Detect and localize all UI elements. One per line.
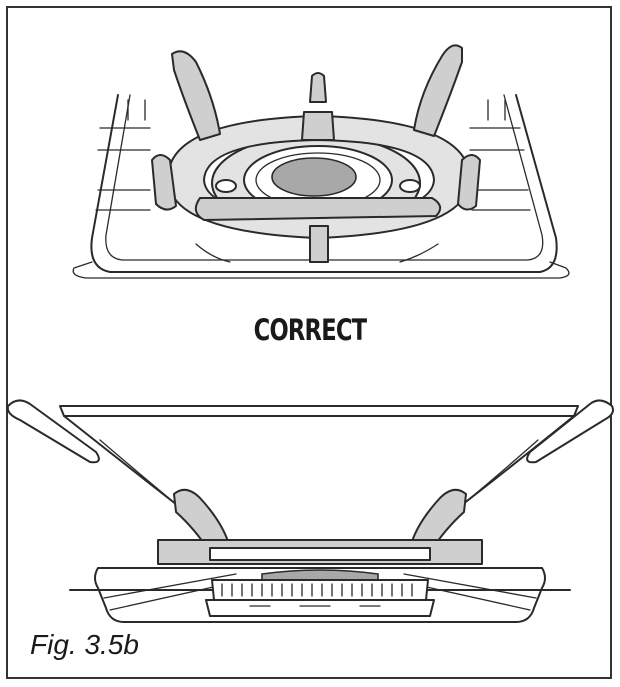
figure-caption: Fig. 3.5b xyxy=(30,629,139,660)
cooktop-grate xyxy=(72,94,570,279)
wok-support-ring xyxy=(151,115,481,239)
side-view-wok xyxy=(6,399,614,623)
correct-label: CORRECT xyxy=(253,313,367,347)
pot-supports xyxy=(171,44,463,263)
wok-handles xyxy=(6,399,614,464)
wok-rim xyxy=(59,405,579,417)
wok-bowl xyxy=(63,415,575,553)
cooktop-burner-side xyxy=(69,567,571,623)
wok-stand xyxy=(157,488,483,565)
top-view-burner xyxy=(72,44,570,279)
